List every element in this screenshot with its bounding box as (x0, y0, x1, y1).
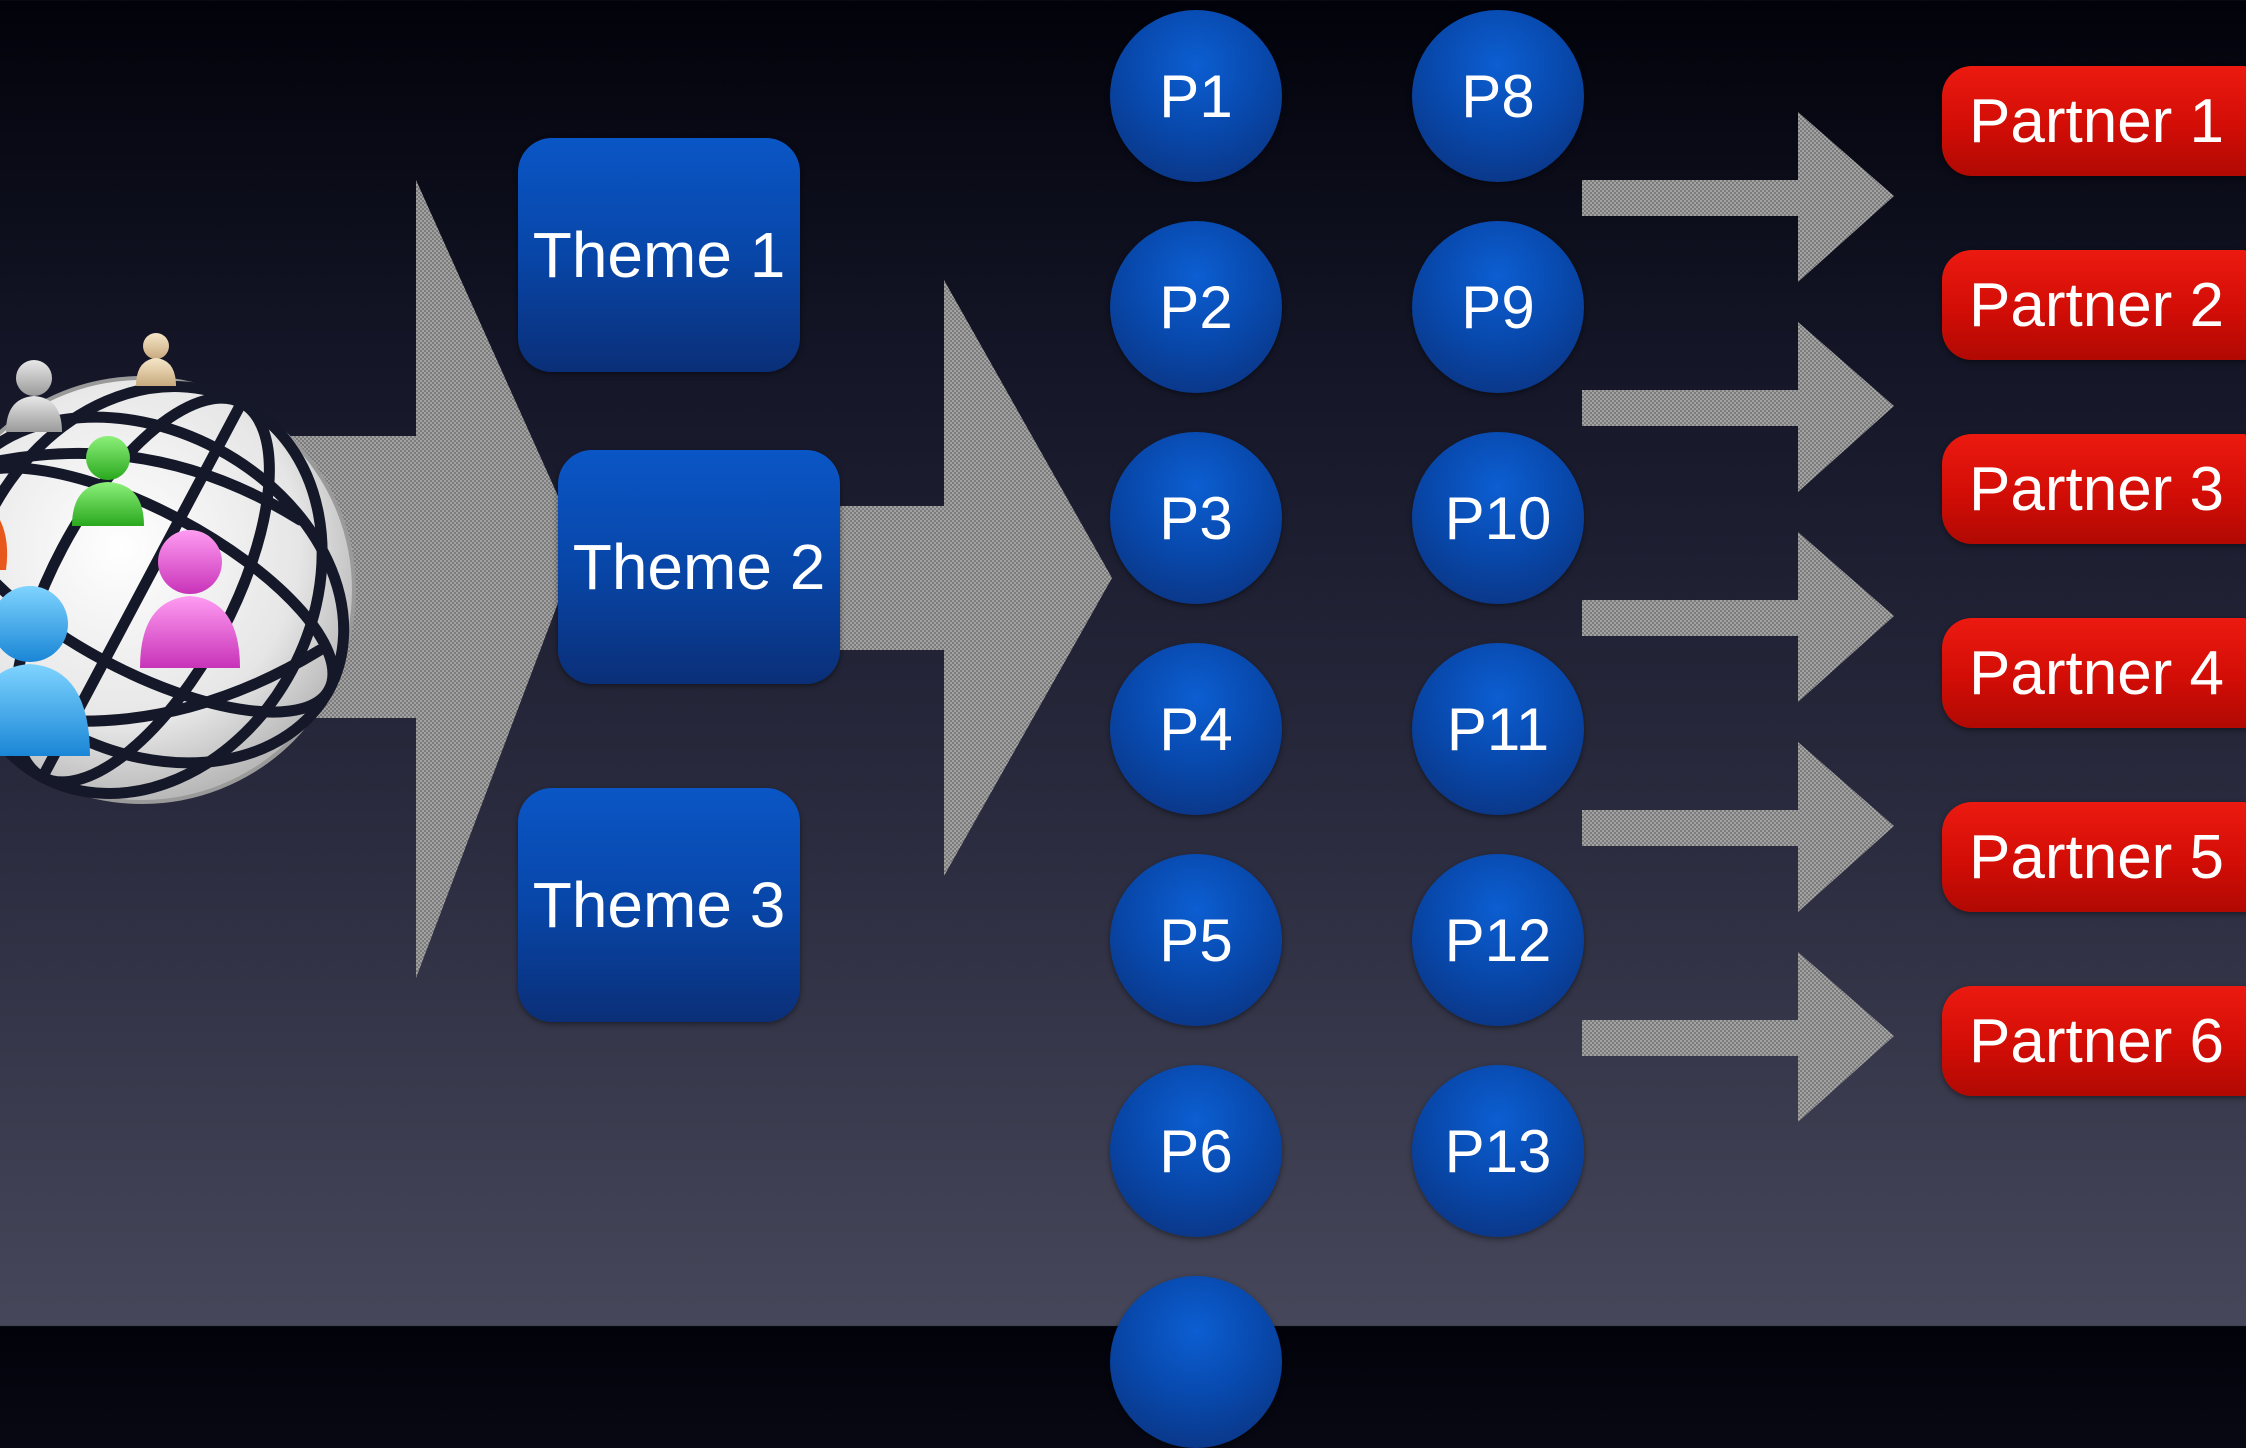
project-label: P4 (1159, 695, 1233, 763)
partner-label: Partner 3 (1969, 454, 2225, 524)
project-circle-p12: P12 (1412, 854, 1584, 1026)
project-circle-p3: P3 (1110, 432, 1282, 604)
person-figure-green (72, 436, 144, 526)
globe-with-people-icon (0, 333, 356, 804)
partner-label: Partner 1 (1969, 86, 2225, 156)
person-figure-pink (140, 530, 240, 668)
partner-pill-1: Partner 1 (1942, 66, 2246, 176)
project-circle-p9: P9 (1412, 221, 1584, 393)
project-circle-p8: P8 (1412, 10, 1584, 182)
project-label: P8 (1461, 62, 1535, 130)
partner-pill-2: Partner 2 (1942, 250, 2246, 360)
partner-pill-5: Partner 5 (1942, 802, 2246, 912)
right-arrow-icon (1582, 532, 1894, 702)
diagram-graphics (0, 112, 1894, 1122)
project-circle-p6: P6 (1110, 1065, 1282, 1237)
project-label: P11 (1446, 695, 1550, 763)
partner-label: Partner 5 (1969, 822, 2225, 892)
project-circle-p2: P2 (1110, 221, 1282, 393)
project-label: P2 (1159, 273, 1233, 341)
right-arrow-icon (1582, 952, 1894, 1122)
project-label: P6 (1159, 1117, 1233, 1185)
diagram-canvas: Theme 1 Theme 2 Theme 3 P1 P2 P3 P4 P5 P… (0, 10, 2246, 1448)
project-circle-p1: P1 (1110, 10, 1282, 182)
right-arrow-icon (1582, 742, 1894, 912)
person-figure-orange (0, 520, 8, 570)
project-circle-p11: P11 (1412, 643, 1584, 815)
project-label: P1 (1159, 62, 1233, 130)
project-label: P12 (1444, 906, 1552, 974)
theme-label: Theme 3 (532, 869, 786, 941)
person-figure-tan (136, 333, 176, 386)
project-label: P13 (1444, 1117, 1552, 1185)
project-circle-p10: P10 (1412, 432, 1584, 604)
theme-label: Theme 1 (532, 219, 786, 291)
project-circle-partial (1110, 1276, 1282, 1448)
project-circle-p13: P13 (1412, 1065, 1584, 1237)
project-label: P3 (1159, 484, 1233, 552)
project-label: P10 (1444, 484, 1552, 552)
project-circle-p5: P5 (1110, 854, 1282, 1026)
right-arrow-icon (840, 280, 1112, 876)
partner-label: Partner 6 (1969, 1006, 2225, 1076)
theme-label: Theme 2 (572, 531, 826, 603)
right-arrow-icon (1582, 322, 1894, 492)
partner-pill-6: Partner 6 (1942, 986, 2246, 1096)
partner-pill-4: Partner 4 (1942, 618, 2246, 728)
project-label: P9 (1461, 273, 1535, 341)
theme-box-2: Theme 2 (558, 450, 840, 684)
partner-label: Partner 2 (1969, 270, 2225, 340)
project-circle-p4: P4 (1110, 643, 1282, 815)
person-figure-gray (6, 360, 62, 432)
theme-box-1: Theme 1 (518, 138, 800, 372)
theme-box-3: Theme 3 (518, 788, 800, 1022)
partner-pill-3: Partner 3 (1942, 434, 2246, 544)
person-figure-blue (0, 586, 90, 756)
partner-label: Partner 4 (1969, 638, 2225, 708)
right-arrow-icon (1582, 112, 1894, 282)
right-arrow-icon (160, 180, 580, 978)
project-label: P5 (1159, 906, 1233, 974)
